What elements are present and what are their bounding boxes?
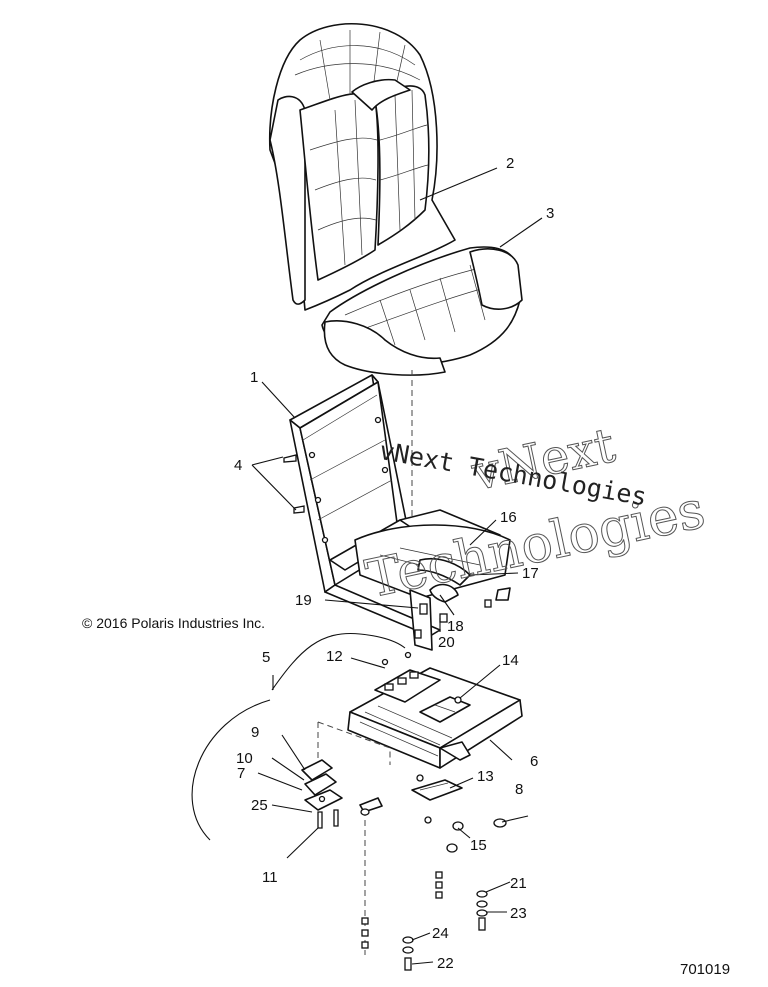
callout-18: 18 [447,618,464,635]
washers-and-nuts [360,808,507,853]
harness-loop [191,699,271,841]
callout-23: 23 [510,905,527,922]
seat-frame [289,374,511,651]
callout-2: 2 [506,155,514,172]
hardware-19-20 [414,599,492,639]
callout-14: 14 [502,652,519,669]
seat-bottom [321,246,523,376]
callout-15: 15 [470,837,487,854]
callout-17: 17 [522,565,539,582]
plate-13 [411,774,463,824]
callout-9: 9 [251,724,259,741]
seat-back [268,23,456,311]
harness-upper [271,632,406,691]
callout-12: 12 [326,648,343,665]
seat-slider-base [347,651,523,769]
bolt-stack-left [361,871,443,971]
callout-22: 22 [437,955,454,972]
callout-16: 16 [500,509,517,526]
callout-21: 21 [510,875,527,892]
callout-1: 1 [250,369,258,386]
leader-lines [251,167,543,965]
callout-19: 19 [295,592,312,609]
callout-13: 13 [477,768,494,785]
callout-3: 3 [546,205,554,222]
bolts-4 [283,454,305,514]
callout-8: 8 [515,781,523,798]
latch-parts-17-18 [417,557,511,603]
callout-6: 6 [530,753,538,770]
callout-10: 10 [236,750,253,767]
bolt-stack-right [476,890,488,931]
callout-20: 20 [438,634,455,651]
callout-5: 5 [262,649,270,666]
figure-number: 701019 [680,961,730,978]
callout-24: 24 [432,925,449,942]
callout-7: 7 [237,765,245,782]
callout-25: 25 [251,797,268,814]
callout-4: 4 [234,457,242,474]
callout-11: 11 [262,869,278,886]
watermark-outline-line2: Technologies [361,480,710,610]
lower-bracket-stack [301,759,383,829]
copyright-notice: © 2016 Polaris Industries Inc. [82,615,265,631]
callout-labels: 1 2 3 4 5 6 7 8 9 10 11 12 13 14 15 16 1… [234,155,554,972]
